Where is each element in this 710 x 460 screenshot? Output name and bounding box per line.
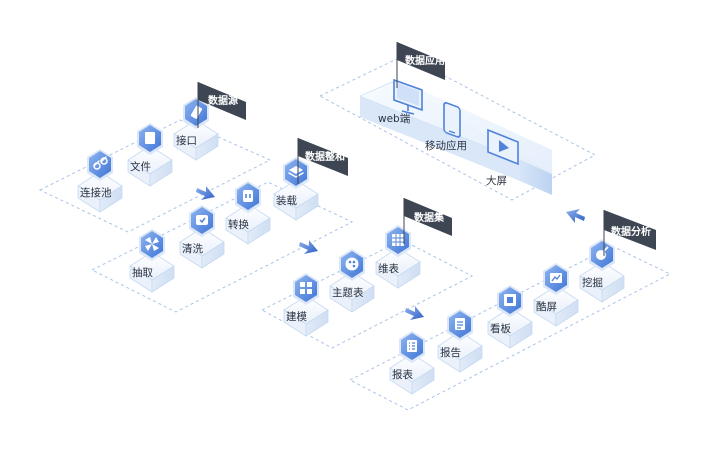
flag-dataset: 数据集 [403, 198, 452, 244]
application-module: web端 移动应用 大屏 [358, 78, 553, 195]
dashboard-icon [497, 285, 523, 317]
flag-integration-title: 数据整和 [305, 150, 345, 163]
tile-right [555, 299, 579, 327]
monitor-icon [393, 78, 423, 115]
flag-source: 数据源 [197, 82, 246, 128]
app-box-side-right [520, 160, 552, 195]
tile-source-2: 接口 [173, 97, 219, 161]
tile-right [509, 321, 533, 349]
tile-dataset-2: 维表 [375, 225, 421, 289]
tile-integration-2: 转换 [225, 181, 271, 245]
tile-right [99, 185, 123, 213]
flag-integration: 数据整和 [297, 138, 348, 184]
app-item-mobile-label: 移动应用 [425, 139, 467, 152]
tile-analysis-1: 报告 [437, 309, 483, 373]
app-box-side-front [360, 96, 520, 181]
bigscreen-icon [487, 128, 519, 166]
tile-analysis-0-label: 报表 [392, 368, 413, 381]
arrow-analysis-to-application [566, 209, 585, 223]
arrow-source-to-integration [196, 186, 215, 200]
flag-application: 数据应用 [396, 42, 445, 88]
tile-analysis-3-label: 酷屏 [536, 301, 557, 313]
tile-right [149, 159, 173, 187]
tile-integration-0: 抽取 [129, 229, 175, 293]
tile-analysis-2-label: 看板 [490, 322, 511, 335]
table-icon [385, 225, 411, 257]
tile-integration-2-label: 转换 [228, 218, 249, 231]
tile-right [295, 193, 319, 221]
tile-source-1-label: 文件 [130, 160, 151, 173]
tile-analysis-4-label: 挖掘 [582, 276, 603, 289]
app-item-bigscreen-label: 大屏 [486, 174, 507, 187]
tile-right [201, 241, 225, 269]
mining-icon [589, 239, 615, 271]
tile-integration-1-label: 清洗 [182, 242, 203, 255]
tile-right [601, 275, 625, 303]
flag-analysis-title: 数据分析 [611, 225, 651, 238]
flag-dataset-title: 数据集 [414, 211, 445, 224]
transform-icon [235, 181, 261, 213]
pinwheel-icon [139, 229, 165, 261]
load-icon [283, 157, 309, 189]
tile-analysis-4: 挖掘 [579, 239, 625, 303]
tile-dataset-1-label: 主题表 [332, 286, 364, 299]
integration-platform [90, 181, 354, 313]
tile-analysis-1-label: 报告 [440, 346, 461, 359]
tile-right [411, 367, 435, 395]
tile-integration-3-label: 装载 [276, 194, 297, 207]
report-icon [399, 331, 425, 363]
group-platforms [38, 54, 672, 411]
tile-source-1: 文件 [127, 123, 173, 187]
tile-right [247, 217, 271, 245]
tile-right [195, 133, 219, 161]
tile-right [151, 265, 175, 293]
tile-dataset-0: 建模 [283, 273, 329, 337]
source-platform [38, 119, 272, 233]
tile-source-2-label: 接口 [176, 134, 197, 147]
file-icon [137, 123, 163, 155]
tile-dataset-0-label: 建模 [286, 310, 307, 323]
tile-right [305, 309, 329, 337]
flag-source-title: 数据源 [208, 94, 238, 107]
tile-integration-1: 清洗 [179, 205, 225, 269]
tile-integration-3: 装载 [273, 157, 319, 221]
tile-dataset-2-label: 维表 [378, 262, 399, 275]
tile-source-0: 连接池 [77, 149, 123, 213]
flag-analysis: 数据分析 [603, 210, 656, 256]
tile-analysis-2: 看板 [487, 285, 533, 349]
tile-right [459, 345, 483, 373]
arrow-dataset-to-analysis [405, 306, 424, 320]
phone-icon [443, 102, 461, 138]
screen-icon [543, 263, 569, 295]
tile-source-0-label: 连接池 [80, 186, 112, 199]
tile-analysis-0: 报表 [389, 331, 435, 395]
tile-right [397, 261, 421, 289]
flag-application-title: 数据应用 [405, 54, 445, 67]
arrow-integration-to-dataset [299, 240, 318, 254]
tile-right [351, 285, 375, 313]
app-item-web-label: web端 [378, 112, 411, 125]
api-icon [183, 97, 209, 129]
palette-icon [339, 249, 365, 281]
tile-analysis-3: 酷屏 [533, 263, 579, 327]
tile-integration-0-label: 抽取 [132, 266, 153, 279]
application-platform [318, 54, 597, 201]
clean-icon [189, 205, 215, 237]
link-icon [87, 149, 113, 181]
document-icon [447, 309, 473, 341]
tile-dataset-1: 主题表 [329, 249, 375, 313]
grid-icon [293, 273, 319, 305]
